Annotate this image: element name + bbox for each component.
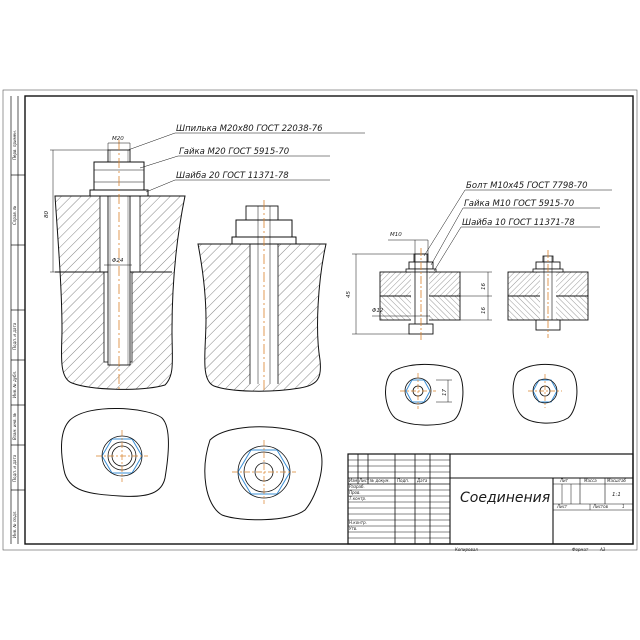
dim-d24: Φ24	[112, 258, 124, 264]
stamp-razrab: Разраб.	[349, 484, 365, 489]
label-nut-m10: Гайка M10 ГОСТ 5915-70	[464, 199, 574, 209]
stamp-listov-value: 1	[622, 504, 625, 509]
dim-m10: M10	[390, 232, 402, 238]
label-washer-20: Шайба 20 ГОСТ 11371-78	[176, 171, 289, 181]
side-column	[10, 96, 25, 544]
side-label-3: Подп. и дата	[12, 322, 17, 350]
bolt-leaders	[423, 189, 612, 272]
side-label-6: Подп. и дата	[12, 454, 17, 482]
stud-leaders	[127, 132, 365, 193]
side-label-2: Справ. №	[12, 206, 17, 225]
stamp-masshtab: Масштаб	[607, 478, 627, 483]
sheet-border	[2, 89, 638, 551]
stud-top-view	[61, 407, 169, 497]
bolt-dimensions	[352, 239, 492, 335]
label-stud: Шпилька M20x80 ГОСТ 22038-76	[176, 124, 323, 134]
bolt-simplified-top-view	[512, 364, 578, 424]
label-washer-10: Шайба 10 ГОСТ 11371-78	[462, 218, 575, 228]
stamp-list: Лист	[358, 478, 370, 483]
dim-m20: M20	[112, 136, 124, 142]
footer-format: Формат	[572, 547, 589, 552]
dim-d12: Φ12	[372, 308, 384, 314]
stamp-tkontr: Т.контр.	[349, 496, 366, 501]
stamp-podp: Подп.	[397, 478, 409, 483]
stamp-data: Дата	[416, 478, 428, 483]
dim-45: 45	[346, 291, 352, 298]
stamp-utv: Утв.	[349, 526, 357, 531]
drawing-frame	[24, 95, 634, 545]
dim-16-top: 16	[481, 283, 487, 290]
side-label-7: Инв. № подл.	[12, 510, 17, 538]
stamp-lit: Лит	[559, 478, 569, 483]
dim-16-bottom: 16	[481, 307, 487, 314]
stamp-prov: Пров.	[349, 490, 361, 495]
dim-80: 80	[44, 211, 50, 218]
stamp-nkontr: Н.контр.	[349, 520, 367, 525]
bolt-section-view	[379, 248, 461, 342]
stamp-list-label: Лист	[556, 504, 568, 509]
stamp-ndoc: № докум.	[369, 478, 390, 483]
stud-simplified-view	[197, 200, 327, 392]
stamp-listov-label: Листов	[592, 504, 609, 509]
label-bolt: Болт M10x45 ГОСТ 7798-70	[466, 181, 588, 191]
stamp-massa: Масса	[584, 478, 597, 483]
label-nut-m20: Гайка M20 ГОСТ 5915-70	[179, 147, 289, 157]
side-label-5: Взам. инв. №	[12, 413, 17, 440]
footer-copied: Копировал	[455, 547, 478, 552]
title-block	[347, 453, 634, 545]
title-text: Соединения	[460, 490, 550, 506]
dim-17: 17	[442, 389, 448, 396]
side-label-1: Перв. примен.	[12, 130, 17, 160]
bolt-top-view	[385, 363, 464, 426]
footer-format-value: A3	[599, 547, 606, 552]
stud-simplified-top-view	[204, 426, 323, 521]
bolt-simplified-view	[507, 250, 589, 338]
side-label-4: Инв. № дубл.	[12, 371, 17, 398]
stamp-scale-value: 1:1	[612, 492, 621, 498]
stud-section-view	[54, 140, 186, 392]
stamp-izm: Изм	[349, 478, 357, 483]
